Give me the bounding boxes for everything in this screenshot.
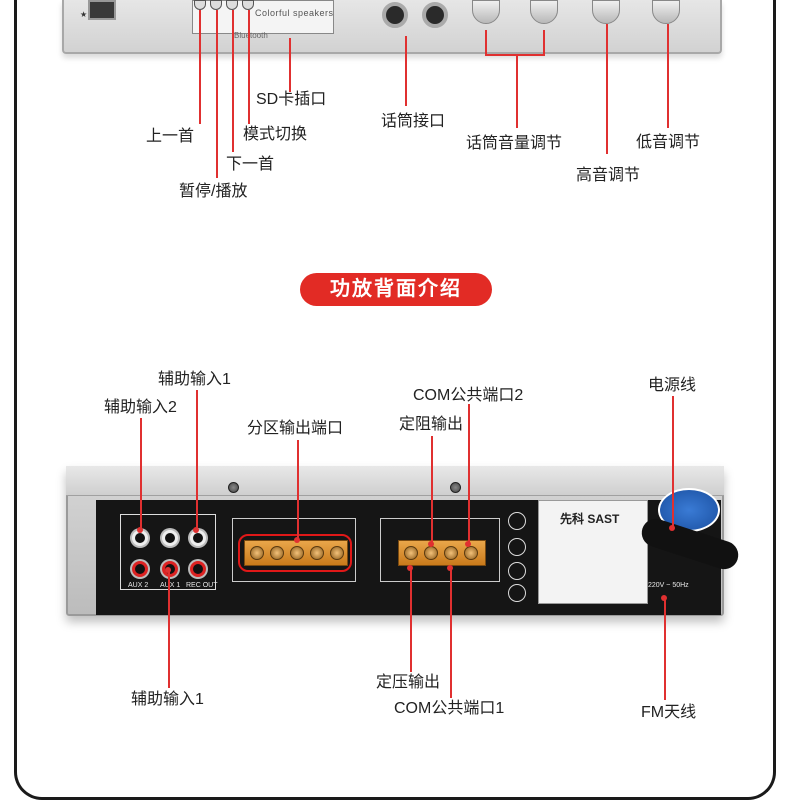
section-title: 功放背面介绍	[300, 273, 492, 306]
dot	[669, 525, 675, 531]
leader-mic-jack	[405, 36, 407, 106]
aux2-text: AUX 2	[128, 582, 149, 589]
dot	[193, 527, 199, 533]
cert-mark	[508, 538, 526, 556]
leader-com1	[450, 568, 452, 698]
aux2-right-jack	[132, 561, 148, 577]
zone-highlight-outline	[238, 534, 352, 572]
label-sd-slot: SD卡插口	[256, 91, 327, 108]
label-aux-in-1-bottom: 辅助输入1	[131, 691, 204, 708]
power-spec-text: 220V ~ 50Hz	[648, 582, 689, 589]
label-com-port-1: COM公共端口1	[394, 700, 505, 717]
screw	[228, 482, 239, 493]
label-bass: 低音调节	[636, 134, 701, 151]
dot	[407, 565, 413, 571]
label-mode-switch: 模式切换	[243, 126, 308, 143]
label-constant-voltage: 定压输出	[376, 674, 441, 691]
label-power-cord: 电源线	[648, 377, 697, 394]
leader-bass	[667, 24, 669, 128]
leader-power	[672, 396, 674, 528]
power-switch	[88, 0, 116, 20]
leader-mic-vol-join	[485, 54, 545, 56]
mic-jack-2	[422, 2, 448, 28]
leader-aux1-bottom	[168, 570, 170, 688]
rear-top-cover	[66, 466, 724, 496]
label-aux-in-2: 辅助输入2	[104, 399, 177, 416]
terminal-screw	[464, 546, 478, 560]
terminal-screw	[290, 546, 304, 560]
label-pause-play: 暂停/播放	[179, 183, 248, 200]
prev-button	[194, 0, 206, 10]
leader-constant-voltage	[410, 568, 412, 672]
mic-volume-knob-1	[472, 0, 500, 24]
leader-mic-vol-a	[485, 30, 487, 54]
dot	[428, 541, 434, 547]
cert-mark	[508, 512, 526, 530]
leader-prev	[199, 10, 201, 124]
cert-mark	[508, 584, 526, 602]
dot	[661, 595, 667, 601]
leader-treble	[606, 24, 608, 154]
terminal-screw	[270, 546, 284, 560]
cert-mark	[508, 562, 526, 580]
label-next-track: 下一首	[226, 156, 275, 173]
nameplate	[538, 500, 648, 604]
label-prev-track: 上一首	[146, 128, 195, 145]
dot	[165, 567, 171, 573]
bass-knob	[652, 0, 680, 24]
leader-mic-vol-b	[543, 30, 545, 54]
leader-mic-vol-down	[516, 54, 518, 128]
leader-aux1-top	[196, 390, 198, 530]
leader-fixed-impedance	[431, 436, 433, 544]
leader-com2	[468, 404, 470, 544]
leader-aux2	[140, 418, 142, 530]
terminal-screw	[444, 546, 458, 560]
mic-volume-knob-2	[530, 0, 558, 24]
label-aux-in-1-top: 辅助输入1	[158, 371, 231, 388]
screw	[450, 482, 461, 493]
aux1-left-jack	[162, 530, 178, 546]
dot	[447, 565, 453, 571]
leader-zone	[297, 440, 299, 540]
terminal-screw	[330, 546, 344, 560]
leader-mode	[248, 10, 250, 124]
rec-out-left-jack	[190, 530, 206, 546]
terminal-screw	[404, 546, 418, 560]
rec-out-right-jack	[190, 561, 206, 577]
leader-next	[232, 10, 234, 152]
zone-output-block	[232, 518, 356, 582]
terminal-screw	[250, 546, 264, 560]
label-mic-jack: 话筒接口	[381, 113, 446, 130]
leader-sd	[289, 38, 291, 92]
dot	[137, 527, 143, 533]
output-terminal-block	[380, 518, 500, 582]
pause-play-button	[210, 0, 222, 10]
label-fixed-impedance: 定阻输出	[399, 416, 464, 433]
aux1-text: AUX 1	[160, 582, 181, 589]
mode-button	[242, 0, 254, 10]
bluetooth-label: Bluetooth	[234, 31, 268, 40]
brand-text: 先科 SAST	[560, 512, 620, 526]
label-zone-output: 分区输出端口	[247, 420, 344, 437]
label-mic-volume: 话筒音量调节	[466, 135, 563, 152]
label-fm-antenna: FM天线	[641, 704, 697, 721]
mic-jack-1	[382, 2, 408, 28]
terminal-screw	[424, 546, 438, 560]
rec-out-text: REC OUT	[186, 582, 218, 589]
leader-pause	[216, 10, 218, 178]
dot	[465, 541, 471, 547]
terminal-screw	[310, 546, 324, 560]
star-mark: ★	[80, 10, 88, 19]
label-treble: 高音调节	[576, 167, 641, 184]
treble-knob	[592, 0, 620, 24]
dot	[294, 537, 300, 543]
display-text: Colorful speakers	[255, 8, 334, 18]
label-com-port-2: COM公共端口2	[413, 387, 524, 404]
leader-fm	[664, 598, 666, 700]
next-button	[226, 0, 238, 10]
content-frame	[14, 0, 776, 800]
